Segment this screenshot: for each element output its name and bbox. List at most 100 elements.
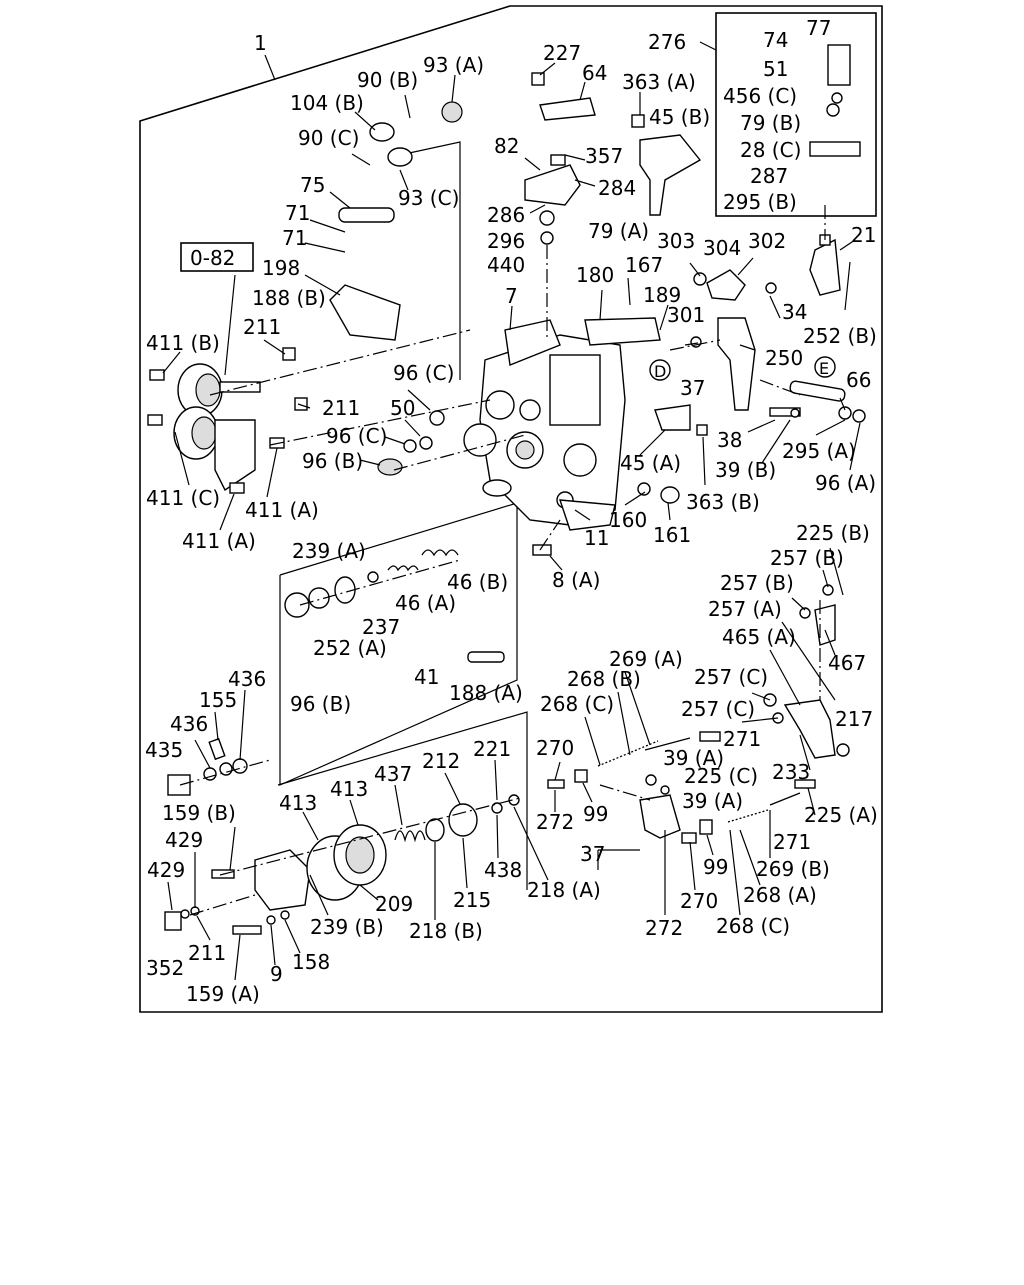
label-271b: 271 bbox=[773, 830, 811, 854]
svg-text:D: D bbox=[654, 362, 666, 381]
label-215: 215 bbox=[453, 888, 491, 912]
label-295a: 295 (A) bbox=[782, 439, 856, 463]
label-39aa: 39 (A) bbox=[663, 746, 724, 770]
label-41: 41 bbox=[414, 665, 439, 689]
label-79b: 79 (B) bbox=[740, 111, 801, 135]
ref-marker-d: D bbox=[649, 359, 671, 381]
label-159b: 159 (B) bbox=[162, 801, 236, 825]
label-99a: 99 bbox=[583, 802, 608, 826]
label-46b: 46 (B) bbox=[447, 570, 508, 594]
sub-assembly-41 bbox=[284, 549, 505, 663]
label-39ab: 39 (A) bbox=[682, 789, 743, 813]
label-257a: 257 (A) bbox=[708, 597, 782, 621]
label-257c1: 257 (C) bbox=[694, 665, 768, 689]
label-155: 155 bbox=[199, 688, 237, 712]
label-269b: 269 (B) bbox=[756, 857, 830, 881]
label-188a: 188 (A) bbox=[449, 681, 523, 705]
label-198: 198 bbox=[262, 256, 300, 280]
label-90c: 90 (C) bbox=[298, 126, 359, 150]
label-90b: 90 (B) bbox=[357, 68, 418, 92]
label-21: 21 bbox=[851, 223, 876, 247]
label-211a: 211 bbox=[243, 315, 281, 339]
label-38: 38 bbox=[717, 428, 742, 452]
label-465a: 465 (A) bbox=[722, 625, 796, 649]
label-217: 217 bbox=[835, 707, 873, 731]
label-352: 352 bbox=[146, 956, 184, 980]
lever-180 bbox=[584, 317, 661, 346]
label-71a: 71 bbox=[285, 201, 310, 225]
label-270b: 270 bbox=[680, 889, 718, 913]
label-64: 64 bbox=[582, 61, 607, 85]
label-257ba: 257 (B) bbox=[770, 546, 844, 570]
label-37a: 37 bbox=[680, 376, 705, 400]
label-436a: 436 bbox=[228, 667, 266, 691]
label-268cb: 268 (C) bbox=[716, 914, 790, 938]
leader-lines bbox=[162, 41, 861, 571]
sub-bracket-upper bbox=[399, 141, 461, 380]
label-161: 161 bbox=[653, 523, 691, 547]
bracket-198 bbox=[329, 284, 401, 341]
label-429a: 429 bbox=[165, 828, 203, 852]
label-79a: 79 (A) bbox=[588, 219, 649, 243]
label-50: 50 bbox=[390, 396, 415, 420]
lever-64 bbox=[524, 97, 702, 216]
label-363a: 363 (A) bbox=[622, 70, 696, 94]
label-411c: 411 (C) bbox=[146, 486, 220, 510]
label-218b: 218 (B) bbox=[409, 919, 483, 943]
label-227: 227 bbox=[543, 41, 581, 65]
sub-bracket-lower bbox=[277, 711, 528, 890]
label-271a: 271 bbox=[723, 727, 761, 751]
sub-bracket-41 bbox=[279, 502, 518, 786]
label-221: 221 bbox=[473, 737, 511, 761]
label-1: 1 bbox=[254, 31, 267, 55]
label-99b: 99 bbox=[703, 855, 728, 879]
label-435: 435 bbox=[145, 738, 183, 762]
label-225c: 225 (C) bbox=[684, 764, 758, 788]
label-211c: 211 bbox=[188, 941, 226, 965]
governor-lever-parts bbox=[547, 584, 850, 844]
label-268b: 268 (B) bbox=[567, 667, 641, 691]
label-467: 467 bbox=[828, 651, 866, 675]
label-295b: 295 (B) bbox=[723, 190, 797, 214]
governor-diaphragm-upper bbox=[177, 363, 261, 417]
label-82: 82 bbox=[494, 134, 519, 158]
label-71b: 71 bbox=[282, 226, 307, 250]
label-301: 301 bbox=[667, 303, 705, 327]
assembly-frame bbox=[139, 5, 883, 1013]
svg-text:E: E bbox=[819, 359, 829, 378]
label-411ab: 411 (A) bbox=[182, 529, 256, 553]
label-93a: 93 (A) bbox=[423, 53, 484, 77]
label-158: 158 bbox=[292, 950, 330, 974]
label-440: 440 bbox=[487, 253, 525, 277]
ref-marker-e: E bbox=[814, 356, 836, 378]
label-96a: 96 (A) bbox=[815, 471, 876, 495]
label-39b: 39 (B) bbox=[715, 458, 776, 482]
label-212: 212 bbox=[422, 749, 460, 773]
label-7: 7 bbox=[505, 284, 518, 308]
label-268ca: 268 (C) bbox=[540, 692, 614, 716]
label-9: 9 bbox=[270, 962, 283, 986]
label-269a: 269 (A) bbox=[609, 647, 683, 671]
label-66: 66 bbox=[846, 368, 871, 392]
lower-diaphragm-assembly bbox=[164, 737, 520, 935]
label-456c: 456 (C) bbox=[723, 84, 797, 108]
label-75: 75 bbox=[300, 173, 325, 197]
part-labels: 1 93 (A) 90 (B) 104 (B) 90 (C) 93 (C) 75… bbox=[145, 16, 878, 1006]
label-270a: 270 bbox=[536, 736, 574, 760]
label-411aa: 411 (A) bbox=[245, 498, 319, 522]
label-96ca: 96 (C) bbox=[393, 361, 454, 385]
label-45b: 45 (B) bbox=[649, 105, 710, 129]
label-188b: 188 (B) bbox=[252, 286, 326, 310]
label-160: 160 bbox=[609, 508, 647, 532]
reference-label: 0-82 bbox=[190, 246, 235, 270]
label-437: 437 bbox=[374, 762, 412, 786]
label-225b: 225 (B) bbox=[796, 521, 870, 545]
label-96bb: 96 (B) bbox=[290, 692, 351, 716]
label-252a: 252 (A) bbox=[313, 636, 387, 660]
label-413a: 413 bbox=[279, 791, 317, 815]
label-93c: 93 (C) bbox=[398, 186, 459, 210]
cover-11 bbox=[558, 499, 616, 531]
label-257c2: 257 (C) bbox=[681, 697, 755, 721]
label-237: 237 bbox=[362, 615, 400, 639]
label-304: 304 bbox=[703, 236, 741, 260]
